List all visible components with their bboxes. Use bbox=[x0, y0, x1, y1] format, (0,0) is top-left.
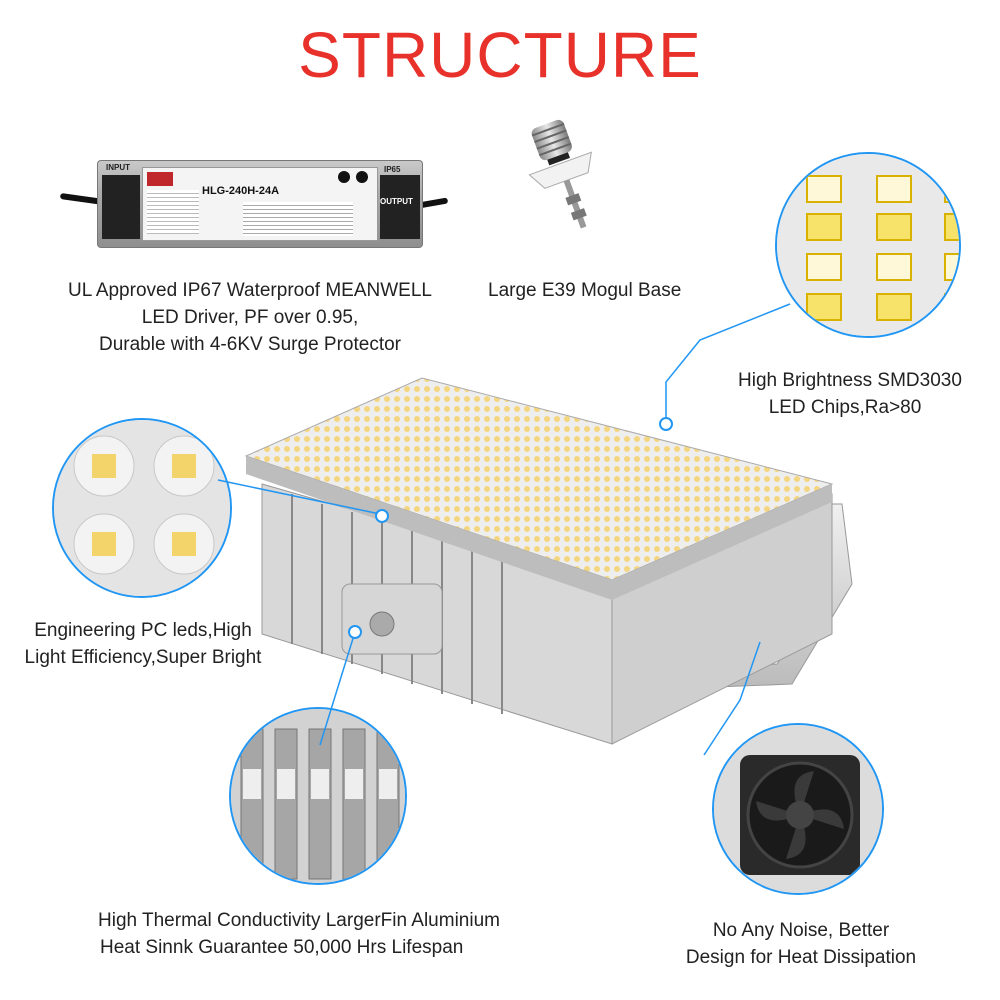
driver-adjust-knob-icon bbox=[338, 171, 350, 183]
meanwell-logo-icon bbox=[147, 172, 173, 186]
driver-output-label: OUTPUT bbox=[380, 197, 413, 206]
heatsink-caption-line: Heat Sinnk Guarantee 50,000 Hrs Lifespan bbox=[100, 937, 464, 958]
heatsink-zoom bbox=[229, 707, 407, 885]
driver-model-label: HLG-240H-24A bbox=[202, 185, 280, 197]
fan-caption-line: No Any Noise, Better bbox=[712, 920, 890, 941]
chips-caption-line: LED Chips,Ra>80 bbox=[768, 397, 922, 418]
driver-input-label: INPUT bbox=[106, 163, 130, 172]
pc-lens-grid bbox=[54, 420, 230, 596]
fan-caption-line: Design for Heat Dissipation bbox=[685, 947, 917, 968]
chips-caption: High Brightness SMD3030 LED Chips,Ra>80 bbox=[738, 367, 962, 421]
pc-leds-caption-line: Engineering PC leds,High bbox=[34, 620, 252, 641]
page-title: STRUCTURE bbox=[298, 19, 702, 91]
fan-zoom bbox=[712, 723, 884, 895]
driver-body: INPUT OUTPUT HLG-240H-24A IP65 bbox=[97, 160, 423, 248]
base-caption: Large E39 Mogul Base bbox=[488, 277, 681, 304]
pc-leds-zoom bbox=[52, 418, 232, 598]
driver-caption-line: UL Approved IP67 Waterproof MEANWELL bbox=[68, 280, 432, 301]
base-caption-line: Large E39 Mogul Base bbox=[488, 280, 682, 301]
heatsink-caption: High Thermal Conductivity LargerFin Alum… bbox=[98, 907, 538, 961]
driver-caption-line: LED Driver, PF over 0.95, bbox=[141, 307, 359, 328]
pc-leds-caption: Engineering PC leds,High Light Efficienc… bbox=[18, 617, 268, 671]
driver-caption: UL Approved IP67 Waterproof MEANWELL LED… bbox=[60, 277, 440, 358]
pc-leds-caption-line: Light Efficiency,Super Bright bbox=[24, 647, 262, 668]
driver-ip-label: IP65 bbox=[384, 165, 401, 174]
heatsink-fins bbox=[231, 709, 405, 883]
fan-caption: No Any Noise, Better Design for Heat Dis… bbox=[676, 917, 926, 971]
driver-adjust-knob-icon bbox=[356, 171, 368, 183]
driver-spec-text-block bbox=[147, 190, 199, 234]
driver-output-panel bbox=[380, 175, 420, 239]
mogul-base-image bbox=[528, 119, 592, 229]
smd-chip-grid bbox=[777, 154, 959, 336]
led-chips-zoom bbox=[775, 152, 961, 338]
floodlight-product-image bbox=[244, 377, 853, 745]
heatsink-caption-line: High Thermal Conductivity LargerFin Alum… bbox=[98, 910, 500, 931]
driver-input-panel bbox=[102, 175, 140, 239]
driver-caption-line: Durable with 4-6KV Surge Protector bbox=[98, 334, 402, 355]
cooling-fan-icon bbox=[714, 725, 882, 893]
chips-caption-line: High Brightness SMD3030 bbox=[738, 370, 962, 391]
driver-spec-table bbox=[243, 202, 353, 236]
